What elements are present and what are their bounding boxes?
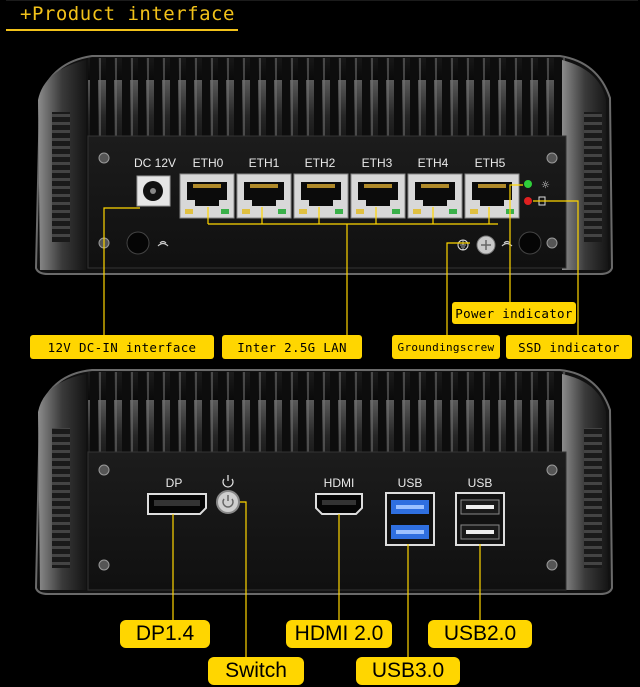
power-symbol-icon [222,475,234,488]
label-dc-12v: DC 12V [133,156,177,170]
header-title: +Product interface [20,3,235,25]
label-eth2: ETH2 [304,156,336,170]
callout-hdmi: HDMI 2.0 [286,620,392,648]
bottom-device [34,369,614,657]
ethernet-port [236,173,292,219]
top-right-vent [584,112,602,242]
label-eth5: ETH5 [474,156,506,170]
screw-icon [546,237,558,249]
usb3-tongue [396,530,424,534]
label-usb-left: USB [397,476,423,490]
dc-jack-pin [150,188,156,194]
top-device: ☼ [34,55,614,335]
screw-icon [98,464,110,476]
callout-ssd-indicator: SSD indicator [506,335,632,359]
ethernet-port [293,173,349,219]
dc-jack [136,175,171,207]
usb2-tongue [466,505,494,509]
callout-usb3: USB3.0 [356,657,460,685]
ethernet-port [350,173,406,219]
screw-icon [98,559,110,571]
top-heatsink-fins [88,58,566,138]
callout-lan: Inter 2.5G LAN [222,335,362,359]
callout-switch: Switch [208,657,304,685]
label-eth0: ETH0 [192,156,224,170]
usb2-tongue [466,530,494,534]
label-usb-right: USB [467,476,493,490]
label-eth1: ETH1 [248,156,280,170]
screw-icon [546,559,558,571]
power-button [216,490,240,514]
callout-grounding-screw: Groundingscrew [392,335,500,359]
screw-cross [481,240,491,250]
top-callout-lines [103,184,579,335]
callout-usb2: USB2.0 [428,620,532,648]
screw-icon [546,464,558,476]
wifi-icon [157,240,169,247]
label-eth3: ETH3 [361,156,393,170]
top-left-vent [52,112,70,242]
screw-icon [546,152,558,164]
ethernet-port [407,173,463,219]
label-eth4: ETH4 [417,156,449,170]
usb3-tongue [396,505,424,509]
ssd-led [524,197,532,205]
antenna-port-right [518,231,542,255]
callout-power-indicator: Power indicator [452,302,576,324]
bottom-left-vent [52,428,70,568]
label-dp: DP [165,476,183,490]
displayport-pins [154,500,200,506]
bottom-right-vent [584,428,602,568]
power-icon [222,495,234,508]
ethernet-ports [179,173,520,219]
header-underline [6,29,238,31]
bottom-callout-lines [172,501,481,657]
hdmi-pins [322,500,356,505]
bottom-heatsink-fins [88,372,566,454]
header-top-line [6,0,638,1]
label-hdmi: HDMI [323,476,355,490]
ground-icon-lines [460,240,466,250]
callout-dp: DP1.4 [120,620,210,648]
antenna-port-left [126,231,150,255]
ethernet-port [179,173,235,219]
power-led [524,180,532,188]
ethernet-port [464,173,520,219]
light-bulb-icon: ☼ [541,180,550,191]
callout-dc-in: 12V DC-IN interface [30,335,214,359]
screw-icon [98,152,110,164]
